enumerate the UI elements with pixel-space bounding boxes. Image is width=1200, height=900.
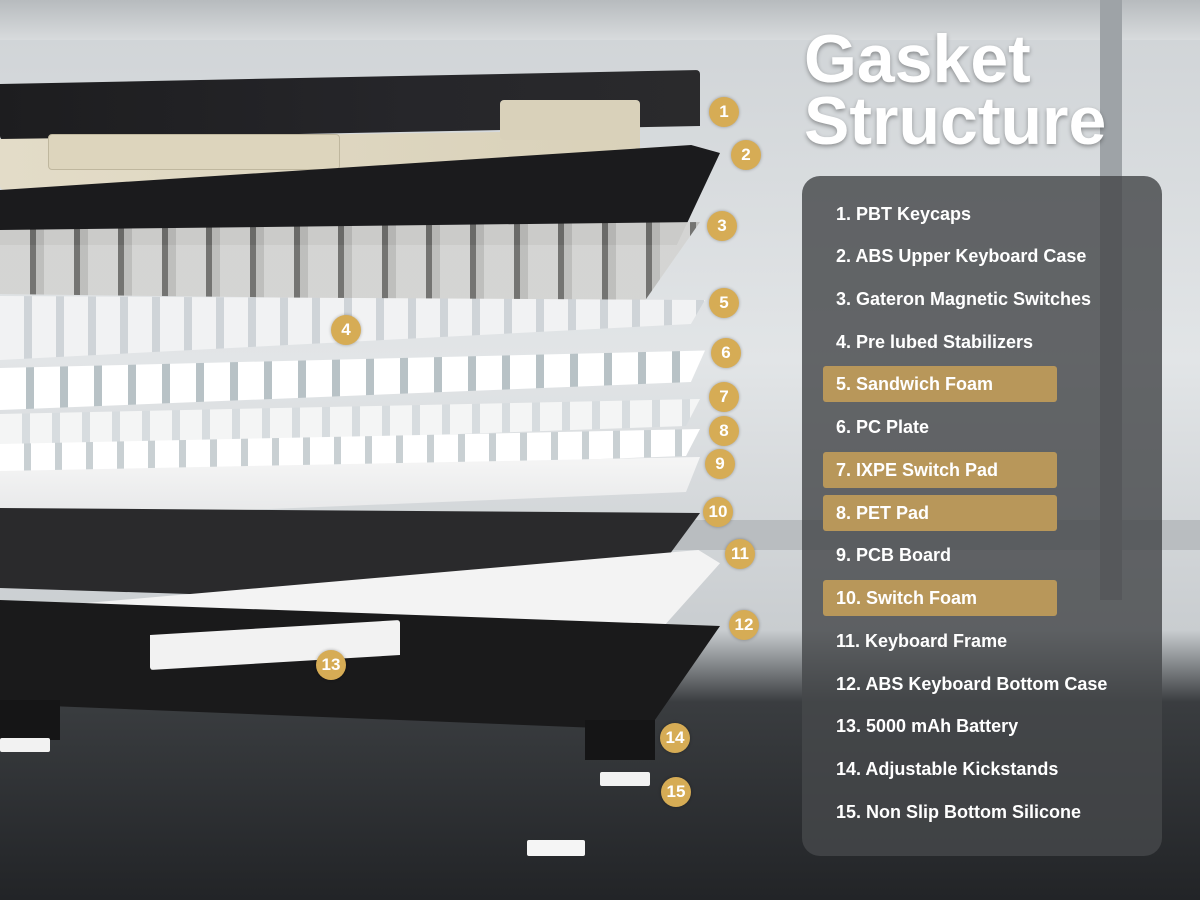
badge-1: 1 — [709, 97, 739, 127]
keycap — [500, 100, 640, 140]
badge-5: 5 — [709, 288, 739, 318]
page-title: Gasket Structure — [804, 21, 1184, 159]
silicone-foot — [527, 840, 585, 856]
badge-2: 2 — [731, 140, 761, 170]
legend-item-13: 13. 5000 mAh Battery — [836, 716, 1019, 736]
legend-item-14: 14. Adjustable Kickstands — [836, 759, 1059, 779]
legend-item-5: 5. Sandwich Foam — [823, 366, 1057, 402]
badge-15: 15 — [661, 777, 691, 807]
kickstand-left — [0, 700, 60, 740]
keycap — [48, 134, 340, 170]
silicone-foot — [600, 772, 650, 786]
badge-3: 3 — [707, 211, 737, 241]
badge-14: 14 — [660, 723, 690, 753]
legend-item-7: 7. IXPE Switch Pad — [823, 452, 1057, 488]
legend-item-2: 2. ABS Upper Keyboard Case — [836, 246, 1087, 266]
legend-item-4: 4. Pre lubed Stabilizers — [836, 332, 1034, 352]
legend-item-1: 1. PBT Keycaps — [836, 204, 972, 224]
badge-4: 4 — [331, 315, 361, 345]
legend-item-11: 11. Keyboard Frame — [836, 631, 1008, 651]
legend-item-6: 6. PC Plate — [836, 417, 930, 437]
legend-item-8: 8. PET Pad — [823, 495, 1057, 531]
switches-layer — [0, 222, 700, 302]
badge-13: 13 — [316, 650, 346, 680]
title-line-1: Gasket — [804, 21, 1031, 97]
silicone-foot — [0, 738, 50, 752]
title-line-2: Structure — [804, 83, 1107, 159]
badge-7: 7 — [709, 382, 739, 412]
badge-11: 11 — [725, 539, 755, 569]
legend-item-12: 12. ABS Keyboard Bottom Case — [836, 674, 1108, 694]
window-frame-top — [0, 0, 1200, 40]
badge-8: 8 — [709, 416, 739, 446]
badge-10: 10 — [703, 497, 733, 527]
kickstand-right — [585, 720, 655, 760]
legend-item-15: 15. Non Slip Bottom Silicone — [836, 802, 1082, 822]
legend-item-9: 9. PCB Board — [836, 545, 952, 565]
badge-9: 9 — [705, 449, 735, 479]
badge-6: 6 — [711, 338, 741, 368]
legend-item-3: 3. Gateron Magnetic Switches — [836, 289, 1092, 309]
badge-12: 12 — [729, 610, 759, 640]
legend-item-10: 10. Switch Foam — [823, 580, 1057, 616]
bottom-case-layer — [0, 600, 720, 730]
